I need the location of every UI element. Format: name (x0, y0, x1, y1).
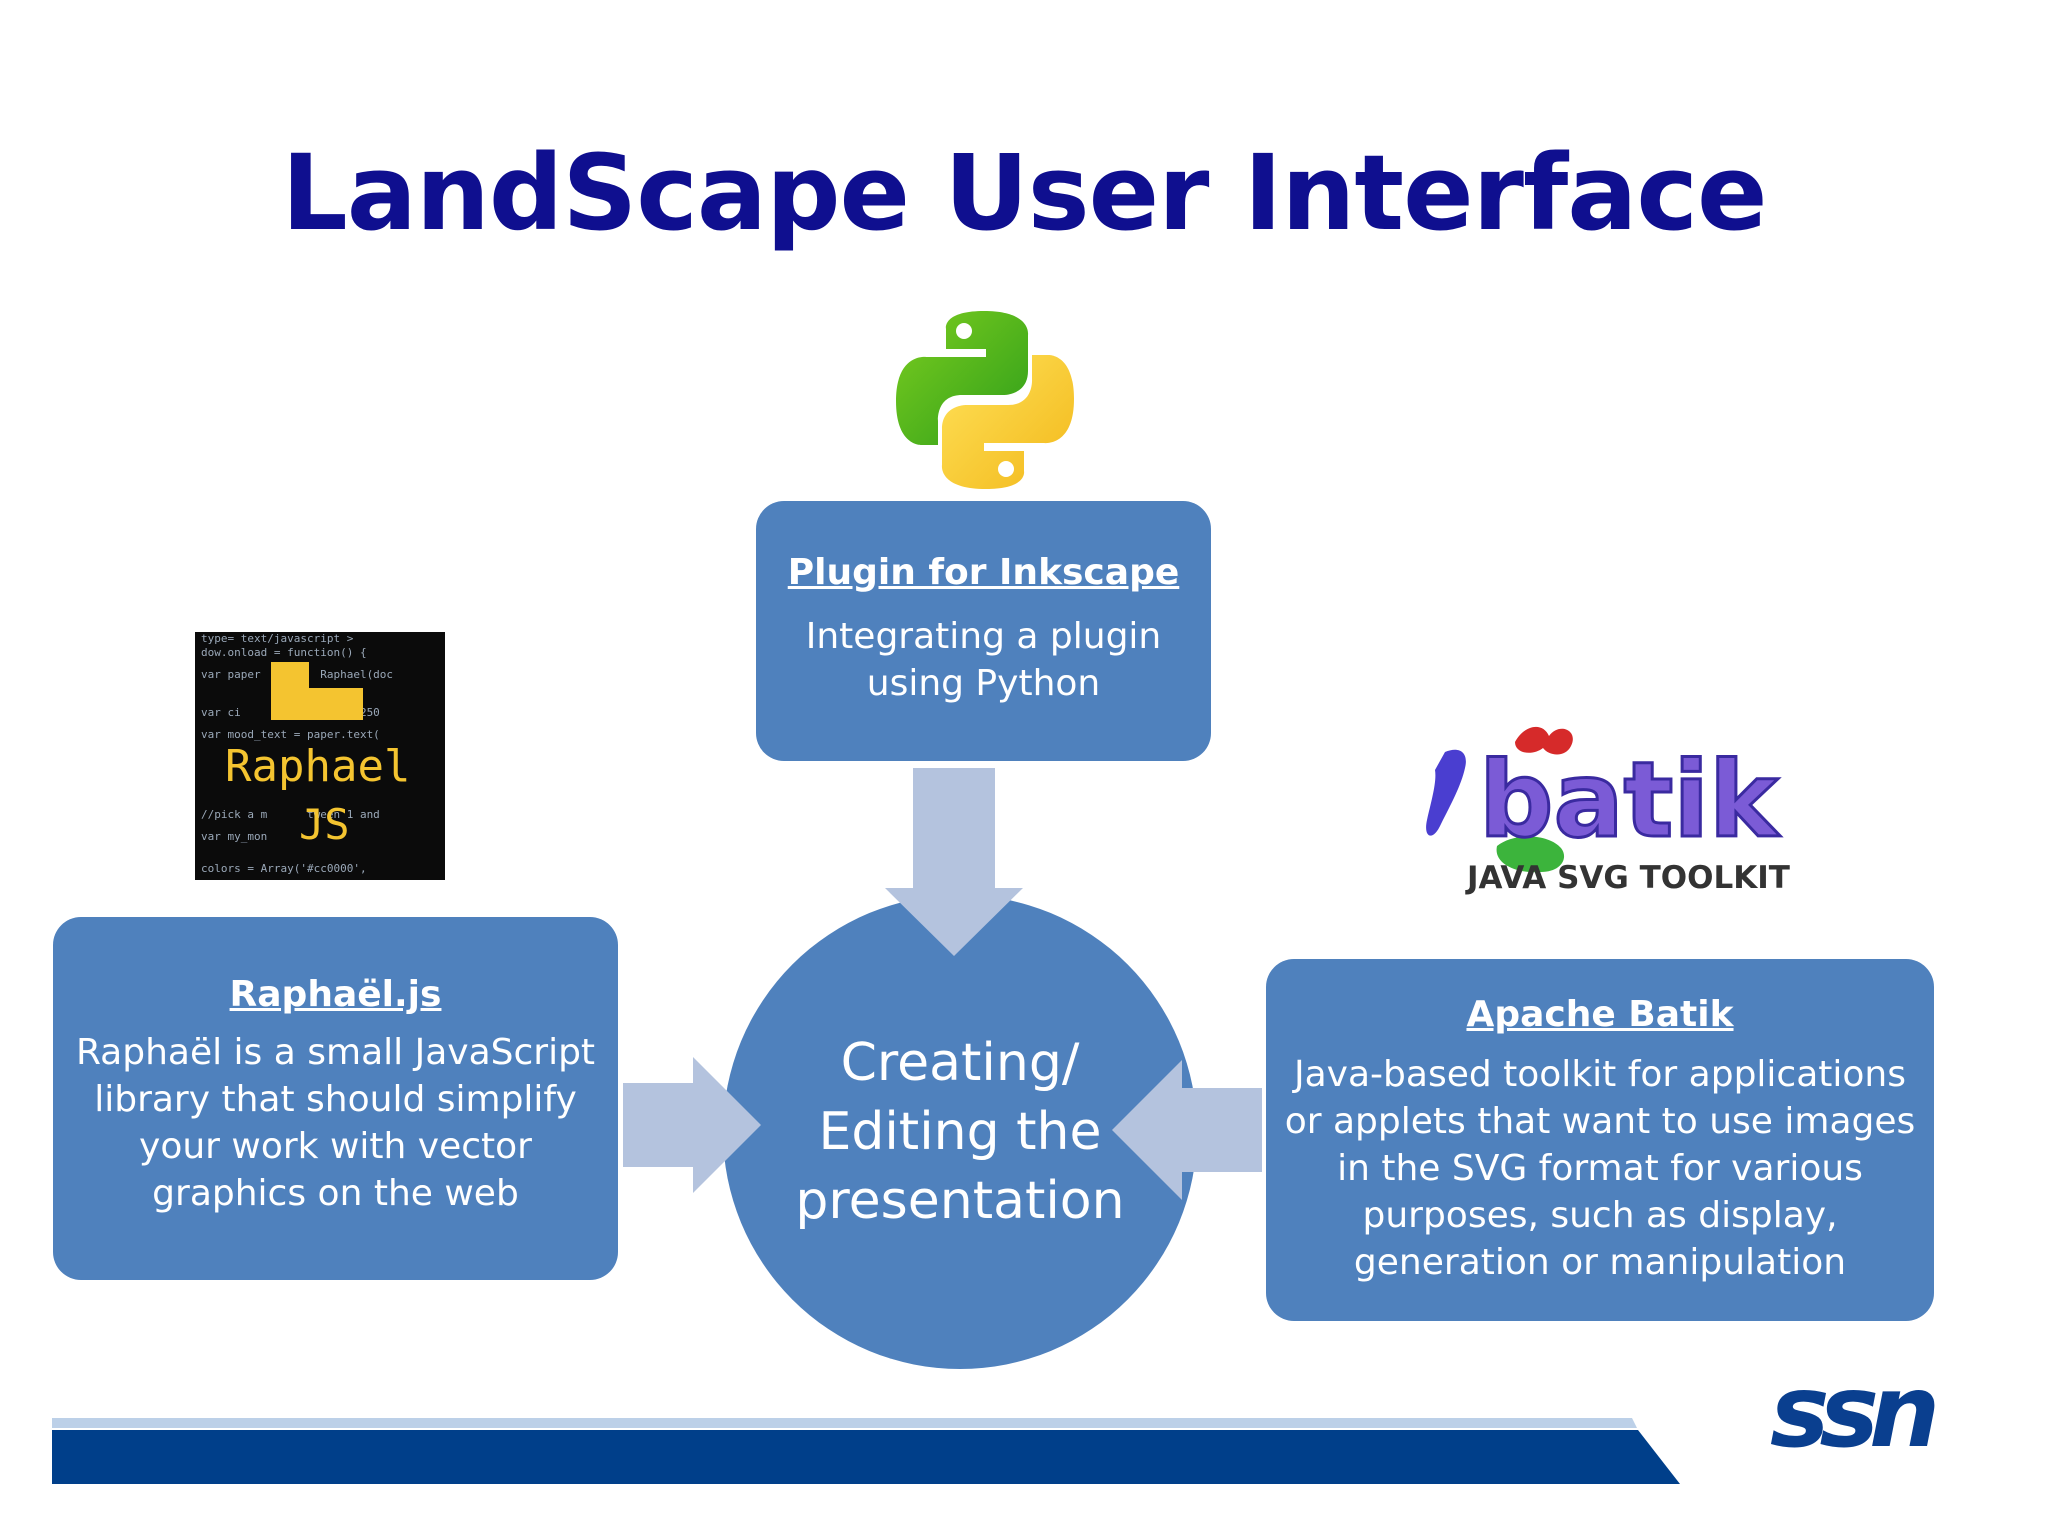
ssn-logo-text: ssn (1770, 1366, 1935, 1456)
plugin-inkscape-heading: Plugin for Inkscape (787, 552, 1180, 593)
raphael-logo-word: Raphael (225, 741, 411, 792)
raphael-js-description: Raphaël is a small JavaScript library th… (75, 1032, 596, 1214)
down-arrow-icon (885, 768, 1023, 956)
apache-batik-heading: Apache Batik (1466, 994, 1734, 1035)
apache-batik-box: Apache Batik Java-based toolkit for appl… (1266, 959, 1934, 1321)
raphael-js-heading: Raphaël.js (229, 974, 442, 1015)
batik-logo-icon: batik JAVA SVG TOOLKIT (1426, 726, 1790, 896)
batik-logo-word: batik (1479, 739, 1781, 861)
batik-logo-tagline: JAVA SVG TOOLKIT (1465, 860, 1790, 896)
ssn-logo-icon: ssn (1770, 1366, 1945, 1456)
apache-batik-description: Java-based toolkit for applications or a… (1284, 1054, 1916, 1283)
slide-title: LandScape User Interface (281, 132, 1767, 254)
python-logo-icon (896, 311, 1074, 489)
footer-bar (52, 1418, 1680, 1484)
raphael-js-logo-icon: type= text/javascript > dow.onload = fun… (195, 632, 445, 880)
plugin-inkscape-description: Integrating a plugin using Python (805, 616, 1162, 704)
right-arrow-icon (623, 1057, 761, 1193)
plugin-inkscape-box: Plugin for Inkscape Integrating a plugin… (756, 501, 1211, 761)
creating-editing-label: Creating/ Editing the presentation (795, 1032, 1125, 1231)
raphael-logo-sub: JS (299, 800, 350, 849)
left-arrow-icon (1112, 1060, 1262, 1200)
raphael-js-box: Raphaël.js Raphaël is a small JavaScript… (53, 917, 618, 1280)
